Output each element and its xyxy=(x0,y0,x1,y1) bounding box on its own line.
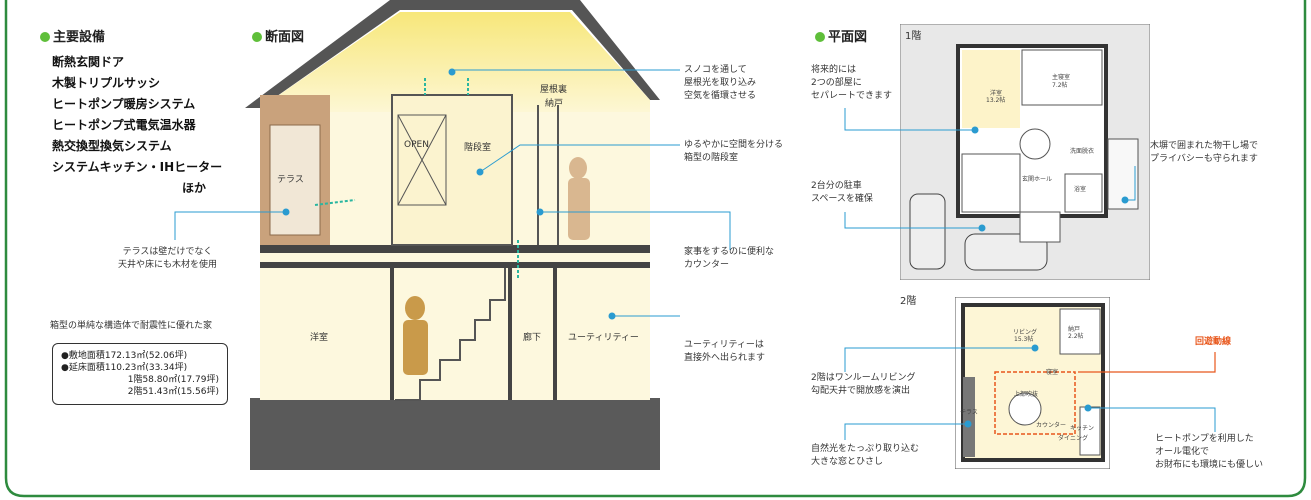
note-sunoko: スノコを通して屋根光を取り込み空気を循環させる xyxy=(684,65,757,101)
foundation xyxy=(250,398,660,470)
room-western: 洋室 xyxy=(310,333,329,343)
f2-living: リビング xyxy=(1013,329,1038,336)
room-terrace: テラス xyxy=(277,175,304,185)
f2-storage-size: 2.2帖 xyxy=(1068,333,1084,340)
f2-kitchen: キッチン xyxy=(1070,425,1095,432)
equipment-item: 熱交換型換気システム xyxy=(52,139,172,153)
note-window: 自然光をたっぷり取り込む大きな窓とひさし xyxy=(811,444,920,467)
equipment-item: システムキッチン・IHヒーター xyxy=(52,160,223,174)
floor2-plan xyxy=(955,297,1110,469)
room-western-f1 xyxy=(962,50,1020,128)
section-drawing xyxy=(245,0,660,470)
f2-dining: ダイニング xyxy=(1058,435,1089,442)
room-stairwell: 階段室 xyxy=(464,143,492,153)
f1-master: 主寝室 xyxy=(1052,74,1071,81)
note-living: 2階はワンルームリビング勾配天井で開放感を演出 xyxy=(811,373,916,396)
f2-counter: カウンター xyxy=(1036,422,1067,429)
room-open: OPEN xyxy=(404,140,429,150)
floor2-area: 2階51.43㎡(15.56坪) xyxy=(127,387,219,397)
f2-storage: 納戸 xyxy=(1068,326,1081,333)
equipment-item: 木製トリプルサッシ xyxy=(52,76,161,90)
note-parking: 2台分の駐車スペースを確保 xyxy=(811,181,873,204)
room-utility: ユーティリティー xyxy=(568,333,639,343)
f1-entrance-hall: 玄関ホール xyxy=(1022,176,1053,183)
f1-western-size: 13.2帖 xyxy=(986,97,1006,104)
f1-western: 洋室 xyxy=(990,90,1003,97)
f1-bath: 浴室 xyxy=(1074,186,1087,193)
equipment-item: ヒートポンプ暖房システム xyxy=(52,97,196,111)
floor-slab xyxy=(260,245,650,253)
open-frame xyxy=(397,114,447,206)
route-label: 回遊動線 xyxy=(1195,337,1232,347)
structure-note: 箱型の単純な構造体で耐震性に優れた家 xyxy=(50,321,213,331)
bullet-dot-icon xyxy=(252,32,262,42)
equipment-title: 主要設備 xyxy=(40,26,105,45)
room-master xyxy=(1021,49,1103,106)
f2-living-size: 15.3帖 xyxy=(1014,336,1034,343)
room-hallway: 廊下 xyxy=(523,333,542,343)
area-box: ●敷地面積172.13㎡(52.06坪) ●延床面積110.23㎡(33.34坪… xyxy=(52,343,228,405)
staircase xyxy=(395,268,506,401)
f2-fukinuke: 上部吹抜 xyxy=(1014,391,1039,398)
floor-area: ●延床面積110.23㎡(33.34坪) xyxy=(61,363,188,373)
equipment-list: 断熱玄関ドア 木製トリプルサッシ ヒートポンプ暖房システム ヒートポンプ式電気温… xyxy=(52,52,222,199)
f1-master-size: 7.2帖 xyxy=(1052,82,1068,89)
bullet-dot-icon xyxy=(815,32,825,42)
spiral-stair xyxy=(1019,128,1051,160)
f2-room: 寝室 xyxy=(1046,369,1059,376)
f1-wash: 洗面脱衣 xyxy=(1070,148,1095,155)
stair-box xyxy=(391,94,513,246)
note-drying: 木塀で囲まれた物干し場でプライバシーも守られます xyxy=(1150,141,1259,164)
bullet-dot-icon xyxy=(40,32,50,42)
storage-room xyxy=(1059,308,1101,355)
note-utility: ユーティリティーは直接外へ出られます xyxy=(684,340,766,363)
floor1-plan xyxy=(900,24,1150,280)
person-figure xyxy=(405,296,425,320)
note-counter: 家事をするのに便利なカウンター xyxy=(684,247,775,270)
window-eave xyxy=(963,377,975,457)
equipment-more: ほか xyxy=(182,181,207,195)
note-box-stair: ゆるやかに空間を分ける箱型の階段室 xyxy=(684,140,784,163)
car-icon xyxy=(964,233,1048,271)
terrace-window xyxy=(269,124,321,236)
f2-terrace: テラス xyxy=(960,409,978,416)
floor1-area: 1階58.80㎡(17.79坪) xyxy=(127,375,219,385)
roof xyxy=(245,0,660,108)
car-icon xyxy=(909,193,946,270)
route-leader xyxy=(1078,352,1216,373)
note-heatpump: ヒートポンプを利用したオール電化でお財布にも環境にも優しい xyxy=(1155,434,1264,470)
room-storage: 納戸 xyxy=(545,99,564,109)
site-area: ●敷地面積172.13㎡(52.06坪) xyxy=(61,351,188,361)
plan-title: 平面図 xyxy=(815,26,867,45)
spiral-stair xyxy=(1008,392,1042,426)
airflow-arrow xyxy=(314,199,356,206)
floor2-label: 2階 xyxy=(900,296,917,307)
equipment-item: ヒートポンプ式電気温水器 xyxy=(52,118,196,132)
floor1-label: 1階 xyxy=(905,31,922,42)
section-title: 断面図 xyxy=(252,26,304,45)
circulation-route xyxy=(994,371,1076,435)
room-attic: 屋根裏 xyxy=(540,85,568,95)
terrace-note: テラスは壁だけでなく 天井や床にも木材を使用 xyxy=(118,247,218,270)
person-figure xyxy=(569,157,587,179)
equipment-item: 断熱玄関ドア xyxy=(52,55,125,69)
sunlight xyxy=(260,12,650,112)
